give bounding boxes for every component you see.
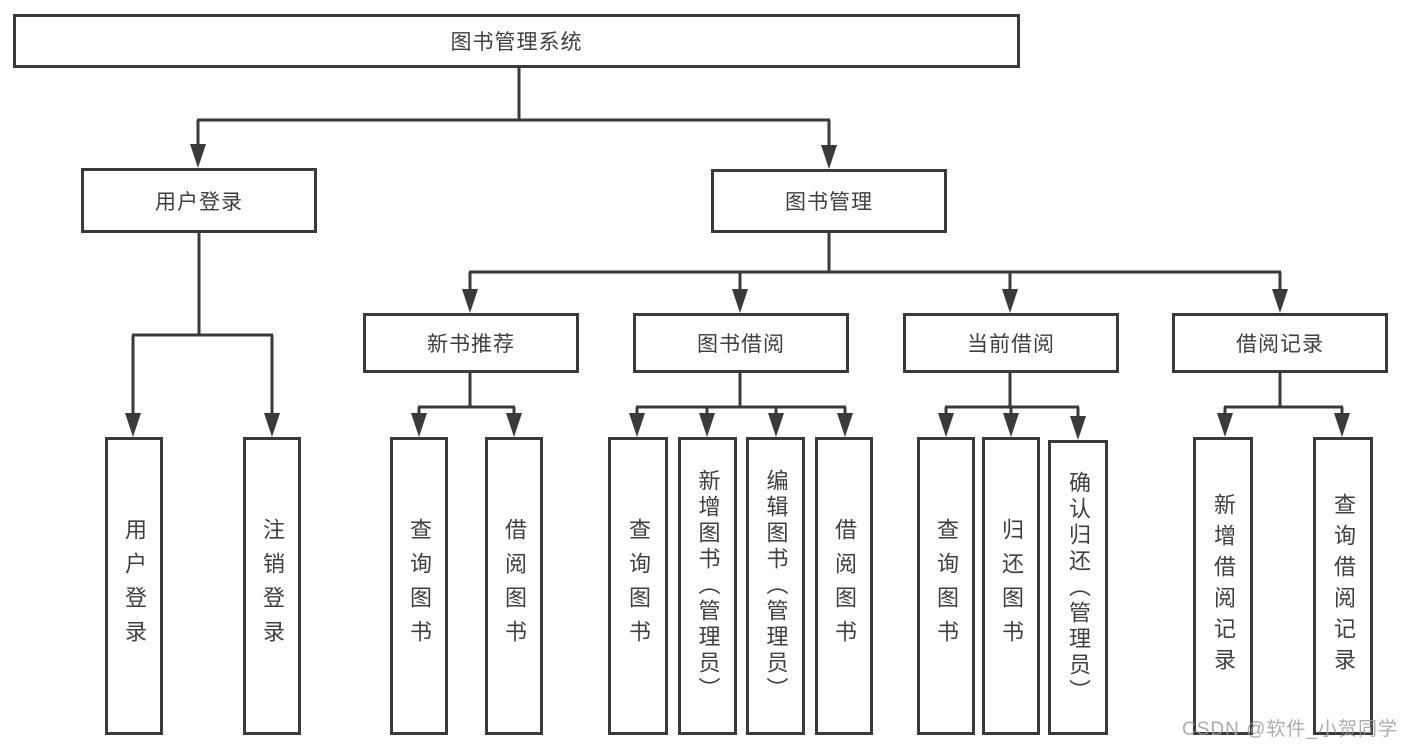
node-root: 图书管理系统	[13, 14, 1020, 68]
leaf-borrow-books-label: 借阅图书	[832, 518, 857, 654]
node-user-login-label: 用户登录	[155, 190, 243, 214]
leaf-add-borrow-record-label: 新增借阅记录	[1211, 493, 1236, 679]
node-current-borrow: 当前借阅	[903, 313, 1119, 373]
node-root-label: 图书管理系统	[450, 31, 583, 54]
leaf-edit-books-admin: 编辑图书（管理员）	[746, 437, 805, 735]
node-borrow-records: 借阅记录	[1172, 313, 1388, 373]
leaf-current-query-books-label: 查询图书	[934, 518, 959, 654]
node-borrow-records-label: 借阅记录	[1236, 333, 1324, 356]
leaf-add-borrow-record: 新增借阅记录	[1193, 437, 1253, 735]
node-book-management: 图书管理	[711, 169, 947, 233]
node-current-borrow-label: 当前借阅	[967, 333, 1055, 356]
leaf-logout: 注销登录	[243, 437, 301, 735]
leaf-confirm-return-admin: 确认归还（管理员）	[1048, 440, 1108, 735]
leaf-user-login-label: 用户登录	[122, 518, 147, 654]
leaf-borrow-books: 借阅图书	[815, 437, 873, 735]
leaf-newrec-query-books-label: 查询图书	[407, 518, 432, 654]
leaf-borrow-query-books-label: 查询图书	[626, 518, 651, 654]
leaf-logout-label: 注销登录	[260, 518, 285, 654]
csdn-watermark: CSDN @软件_小贺同学	[1182, 719, 1398, 740]
node-new-book-recommend-label: 新书推荐	[427, 333, 515, 356]
leaf-newrec-borrow-books: 借阅图书	[485, 437, 543, 735]
node-user-login: 用户登录	[81, 168, 317, 233]
leaf-add-books-admin-label: 新增图书（管理员）	[695, 469, 721, 703]
leaf-newrec-borrow-books-label: 借阅图书	[502, 518, 527, 654]
node-book-borrow-label: 图书借阅	[697, 333, 785, 356]
node-book-borrow: 图书借阅	[633, 313, 849, 373]
leaf-query-borrow-record: 查询借阅记录	[1313, 437, 1373, 735]
leaf-confirm-return-admin-label: 确认归还（管理员）	[1066, 470, 1091, 705]
leaf-edit-books-admin-label: 编辑图书（管理员）	[763, 469, 789, 703]
leaf-borrow-query-books: 查询图书	[608, 437, 668, 735]
node-book-management-label: 图书管理	[785, 191, 873, 214]
leaf-user-login: 用户登录	[105, 437, 163, 735]
leaf-newrec-query-books: 查询图书	[390, 437, 448, 735]
node-new-book-recommend: 新书推荐	[363, 313, 579, 373]
leaf-return-books-label: 归还图书	[999, 518, 1024, 654]
leaf-current-query-books: 查询图书	[917, 437, 975, 735]
leaf-query-borrow-record-label: 查询借阅记录	[1331, 493, 1356, 679]
leaf-add-books-admin: 新增图书（管理员）	[678, 437, 737, 735]
leaf-return-books: 归还图书	[982, 437, 1040, 735]
